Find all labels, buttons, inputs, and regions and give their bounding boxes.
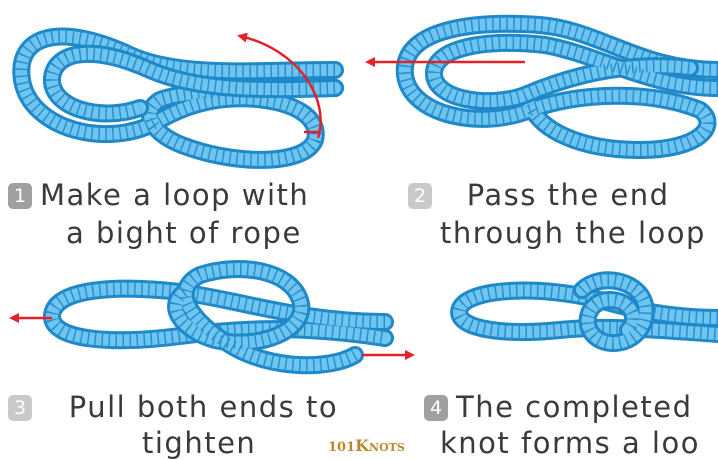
- logo-digits: 101: [328, 440, 355, 455]
- step-4-caption: 4 The completed: [424, 390, 693, 424]
- step-1-illustration: [21, 36, 335, 160]
- step-2-line-1: Pass the end: [467, 178, 670, 212]
- step-3-number-badge: 3: [8, 395, 32, 421]
- step-2-line-2: through the loop: [440, 216, 706, 250]
- step-1-line-2: a bight of rope: [66, 216, 302, 250]
- step-1-caption-line-2: a bight of rope: [66, 216, 302, 250]
- logo-rest: NOTS: [369, 441, 405, 454]
- step-1-line-1: Make a loop with: [40, 178, 309, 212]
- step-4-number-badge: 4: [424, 395, 448, 421]
- step-2-caption: 2 Pass the end: [408, 178, 670, 212]
- step-4-caption-line-2: knot forms a loo: [440, 426, 700, 459]
- step-3-line-1: Pull both ends to: [69, 390, 338, 424]
- step-2-illustration: [368, 24, 718, 150]
- step-3-caption-line-2: tighten: [142, 426, 256, 459]
- logo-big-letter: K: [355, 436, 369, 455]
- step-2-caption-line-2: through the loop: [440, 216, 706, 250]
- step-3-line-2: tighten: [142, 426, 256, 459]
- step-4-line-2: knot forms a loo: [440, 426, 700, 459]
- 101knots-logo: 101KNOTS: [328, 437, 405, 457]
- step-3-caption: 3 Pull both ends to: [8, 390, 338, 424]
- step-2-number-badge: 2: [408, 183, 432, 209]
- step-3-illustration: [12, 269, 412, 365]
- step-1-caption: 1 Make a loop with: [8, 178, 309, 212]
- step-4-line-1: The completed: [456, 390, 693, 424]
- step-4-illustration: [459, 280, 718, 343]
- step-1-number-badge: 1: [8, 183, 32, 209]
